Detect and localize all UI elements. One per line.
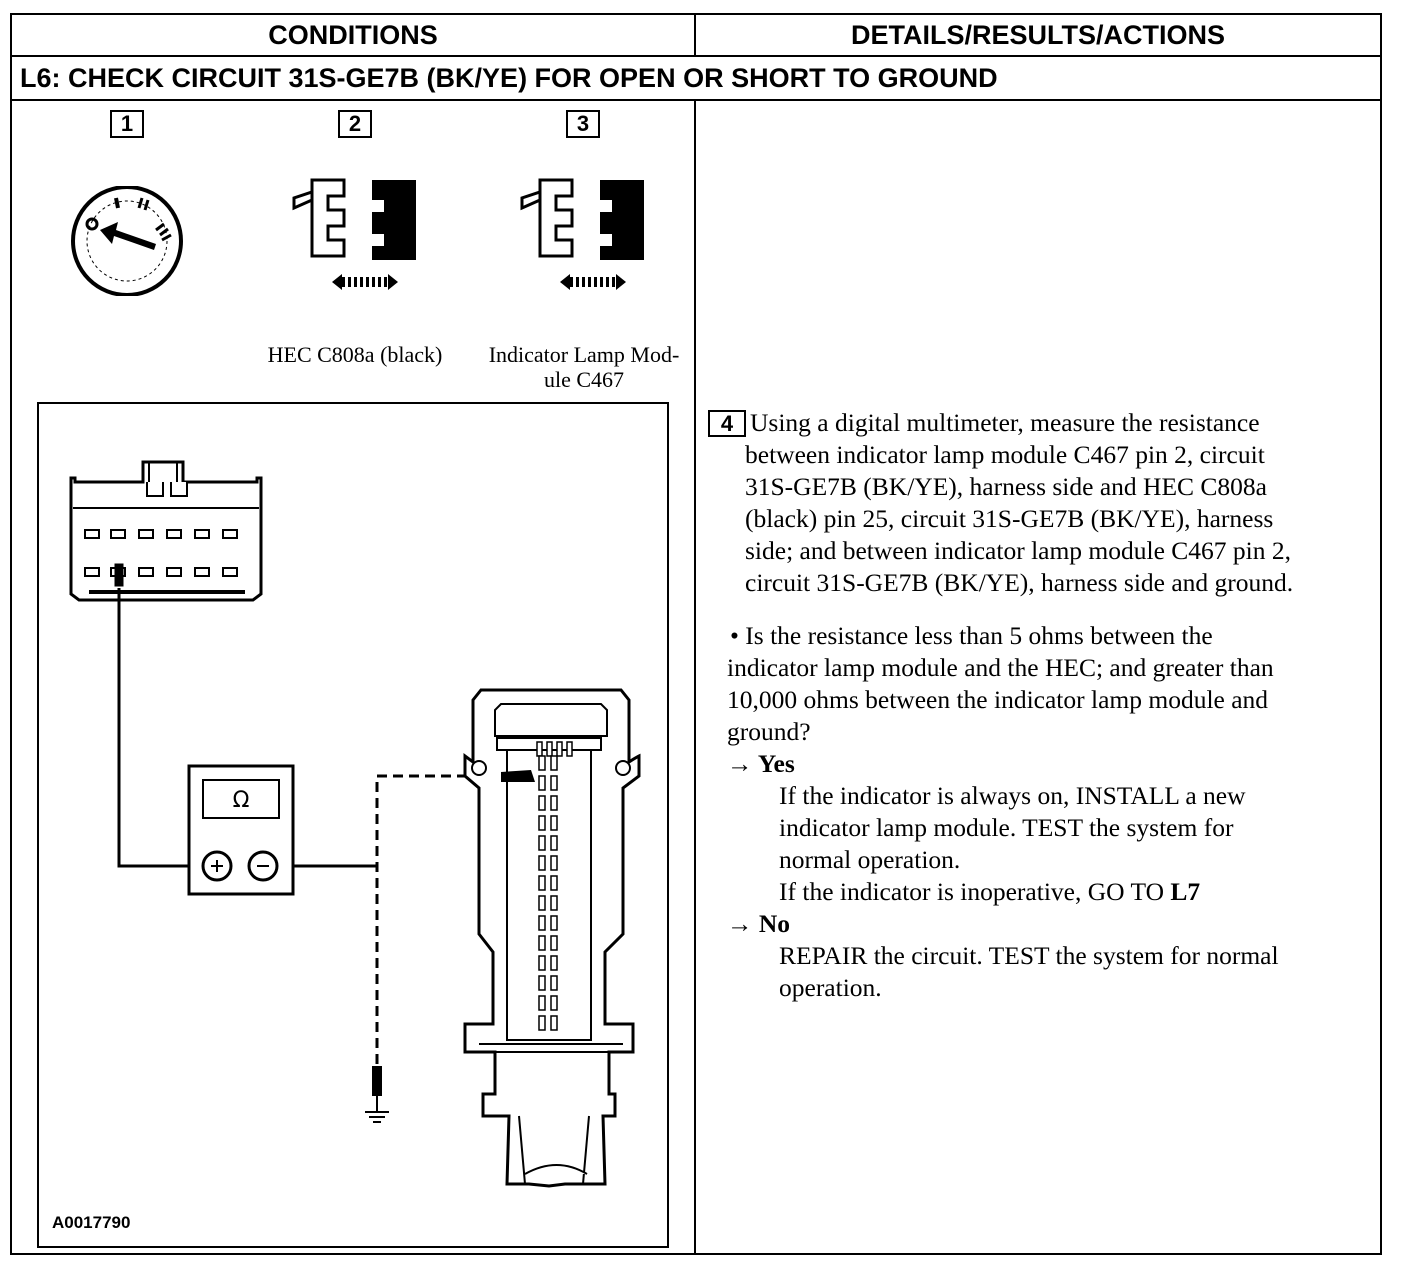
instruction-line: Using a digital multimeter, measure the … xyxy=(750,408,1260,437)
header-divider xyxy=(10,55,1382,57)
header-column-divider xyxy=(694,13,696,55)
ignition-switch-icon xyxy=(71,186,183,296)
wiring-diagram: Ω xyxy=(69,460,641,1188)
column-divider xyxy=(694,99,696,1255)
yes-label: → Yes xyxy=(727,749,795,778)
details-header: DETAILS/RESULTS/ACTIONS xyxy=(850,20,1225,50)
no-action-line: REPAIR the circuit. TEST the system for … xyxy=(779,941,1279,970)
instruction-line: between indicator lamp module C467 pin 2… xyxy=(745,440,1265,469)
lamp-module-caption-line2: ule C467 xyxy=(543,367,625,392)
question-line: • Is the resistance less than 5 ohms bet… xyxy=(730,621,1213,650)
hec-connector-icon xyxy=(69,460,263,602)
instruction-line: side; and between indicator lamp module … xyxy=(745,536,1292,565)
yes-goto-text: If the indicator is inoperative, GO TO xyxy=(779,877,1171,906)
yes-goto-line: If the indicator is inoperative, GO TO L… xyxy=(779,876,1200,908)
step-title: L6: CHECK CIRCUIT 31S-GE7B (BK/YE) FOR O… xyxy=(20,63,998,93)
connector-disconnect-icon xyxy=(520,178,644,290)
question-line: indicator lamp module and the HEC; and g… xyxy=(727,653,1274,682)
multimeter-icon: Ω xyxy=(187,764,295,896)
conditions-header: CONDITIONS xyxy=(268,20,438,50)
ohm-symbol: Ω xyxy=(233,788,250,813)
hec-connector-caption: HEC C808a (black) xyxy=(267,342,443,367)
title-divider xyxy=(10,99,1382,101)
yes-action-line: normal operation. xyxy=(779,845,961,874)
question-line: ground? xyxy=(727,717,811,746)
connector-disconnect-icon xyxy=(292,178,416,290)
step-number-1: 1 xyxy=(110,110,144,138)
no-action-line: operation. xyxy=(779,973,882,1002)
lamp-module-connector-icon xyxy=(463,688,641,1188)
lamp-module-caption: Indicator Lamp Mod- ule C467 xyxy=(470,342,698,392)
yes-action-line: If the indicator is always on, INSTALL a… xyxy=(779,781,1246,810)
figure-id: A0017790 xyxy=(52,1213,131,1232)
instruction-line: circuit 31S-GE7B (BK/YE), harness side a… xyxy=(745,568,1294,597)
step-number-4: 4 xyxy=(708,410,746,437)
instruction-line: (black) pin 25, circuit 31S-GE7B (BK/YE)… xyxy=(745,504,1274,533)
goto-l7-link[interactable]: L7 xyxy=(1170,877,1201,906)
question-line: 10,000 ohms between the indicator lamp m… xyxy=(727,685,1269,714)
lamp-module-caption-line1: Indicator Lamp Mod- xyxy=(488,342,680,367)
step-number-2: 2 xyxy=(338,110,372,138)
table-frame xyxy=(10,13,1382,1255)
step-number-3: 3 xyxy=(566,110,600,138)
instruction-line: 31S-GE7B (BK/YE), harness side and HEC C… xyxy=(745,472,1267,501)
yes-action-line: indicator lamp module. TEST the system f… xyxy=(779,813,1234,842)
wiring-diagram-frame xyxy=(37,402,669,1248)
no-label: → No xyxy=(727,909,791,938)
